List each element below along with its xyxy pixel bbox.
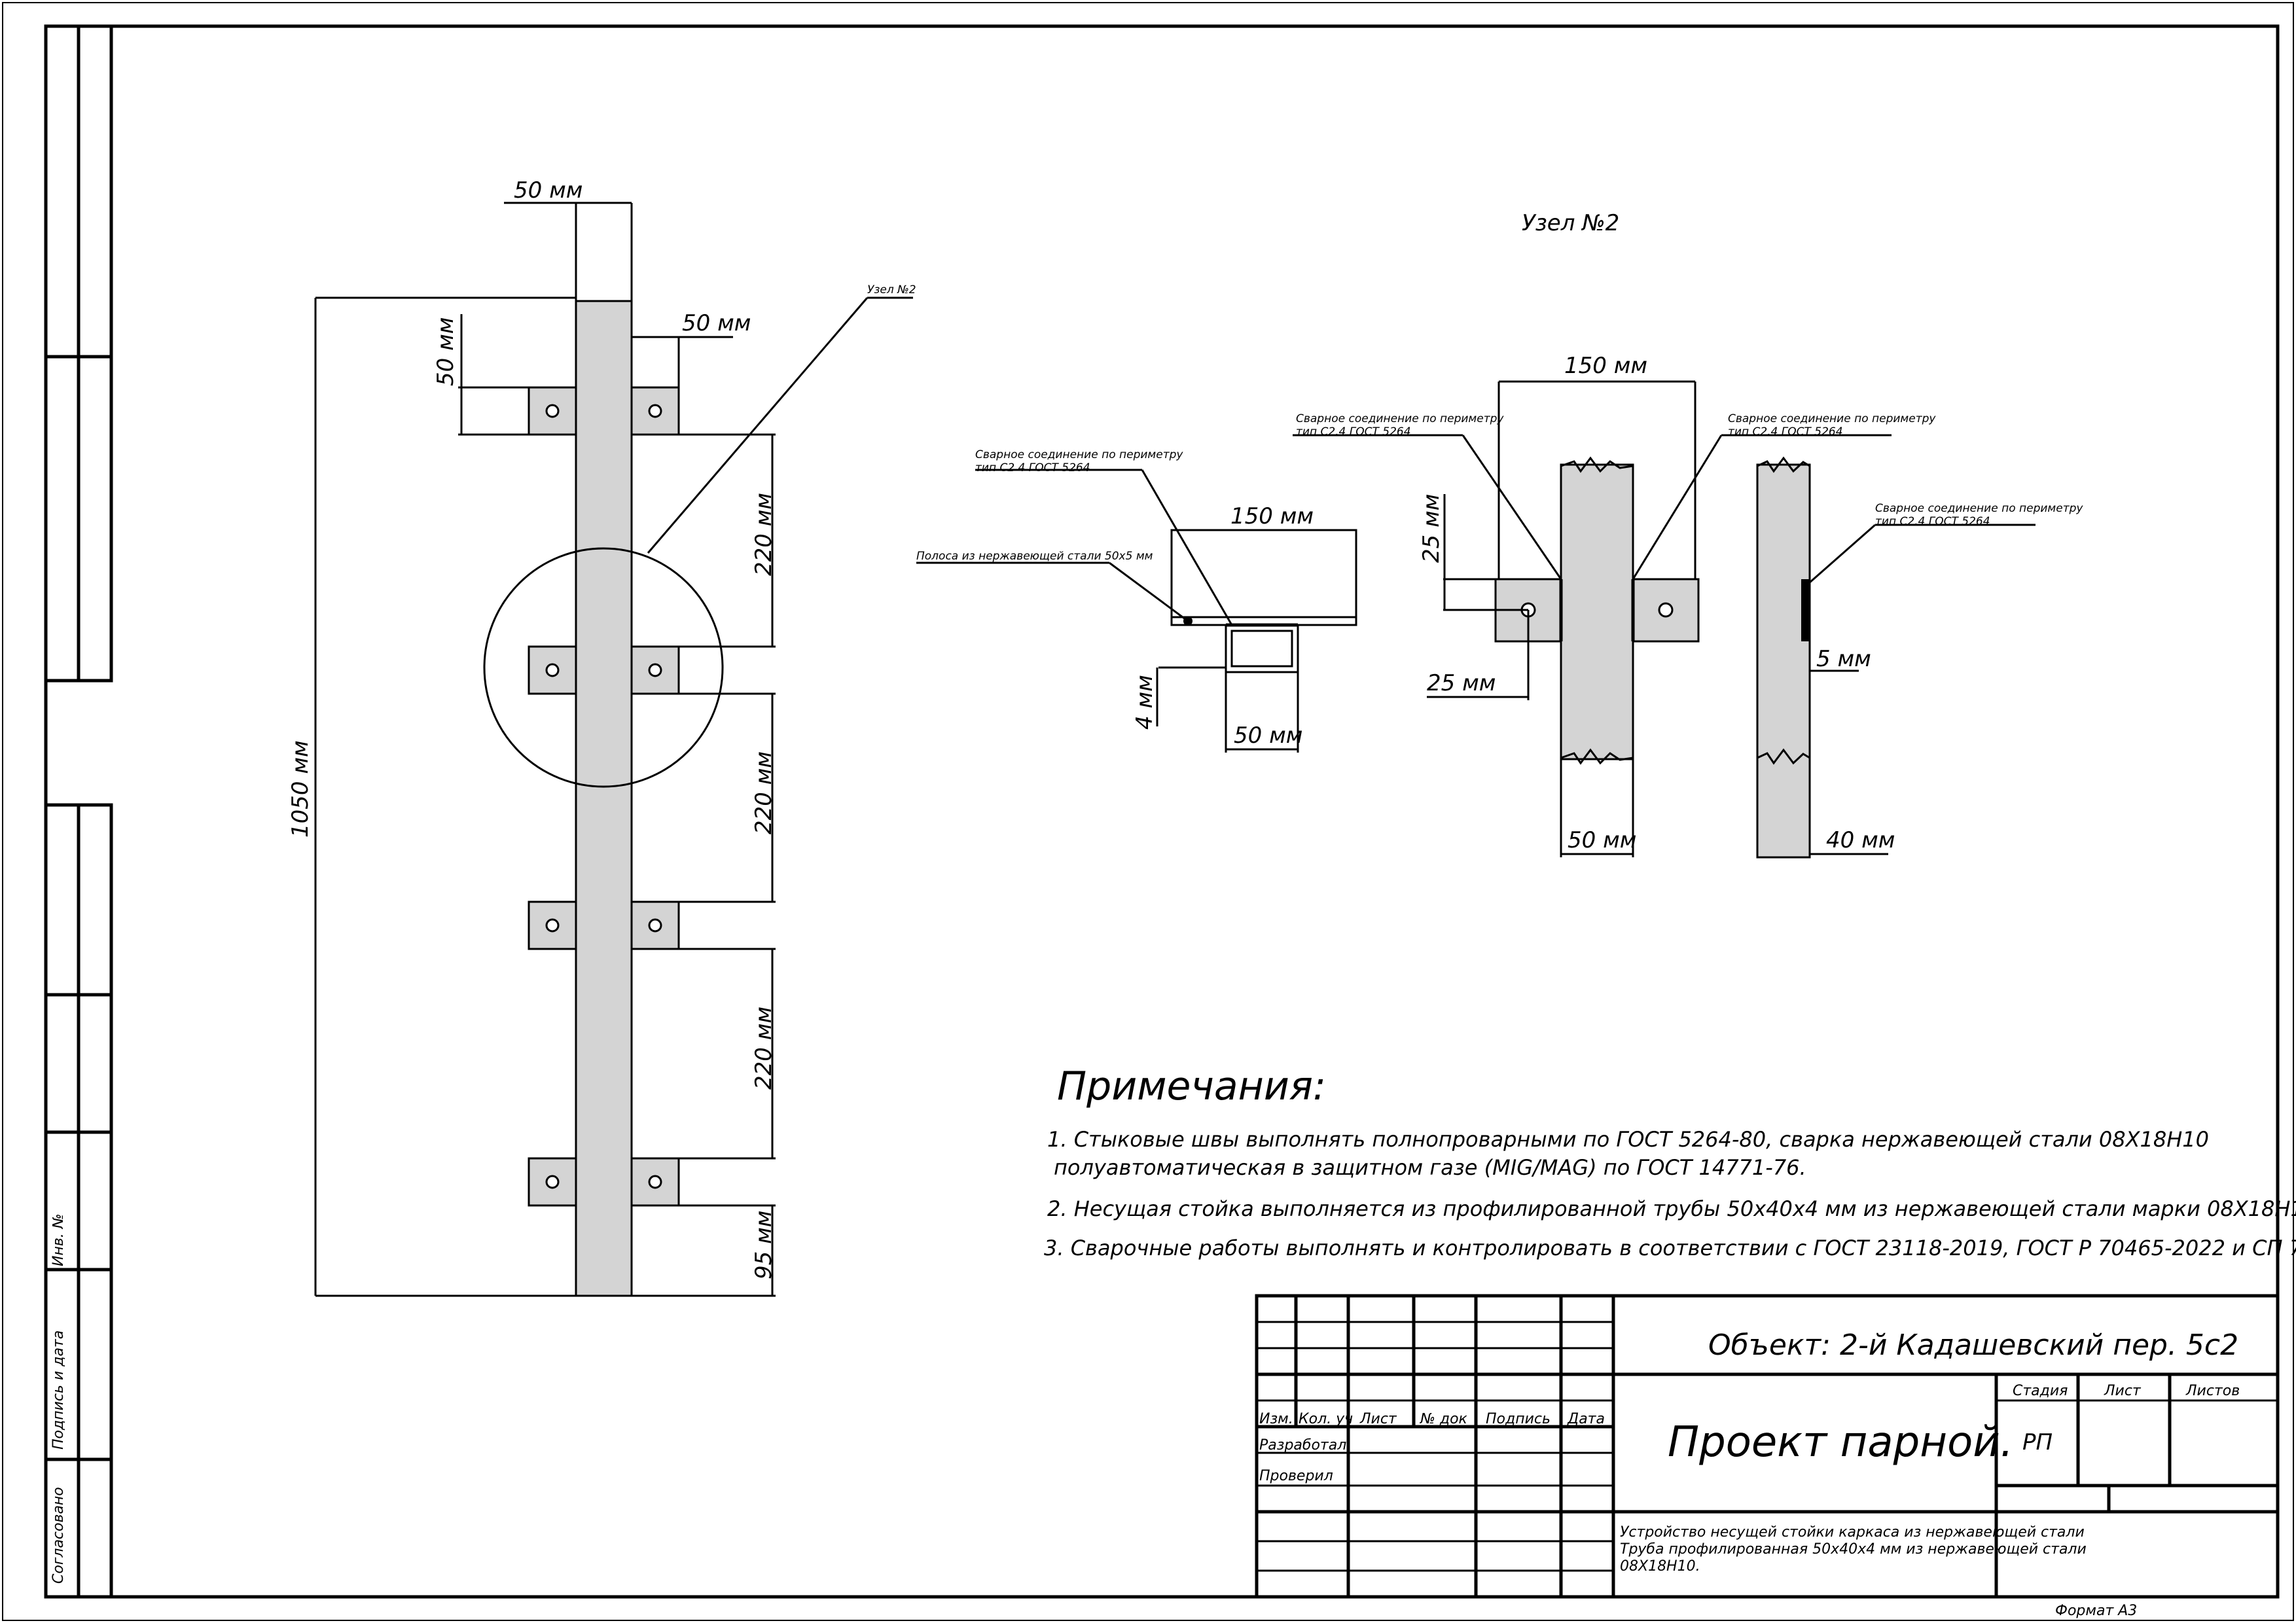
front-view: 150 мм 25 мм 25 мм 50 мм Сварное соедине… <box>1293 353 1936 857</box>
dim-plate-height: 50 мм <box>433 317 459 386</box>
tb-sheet-hdr: Лист <box>2104 1383 2142 1399</box>
tb-desc-2: Труба профилированная 50х40х4 мм из нерж… <box>1620 1541 2087 1558</box>
tb-col-list: Лист <box>1359 1411 1397 1427</box>
dim-total-length: 1050 мм <box>287 740 314 838</box>
front-weld-l-2: тип С2.4 ГОСТ 5264 <box>1296 425 1411 438</box>
side-weld-1: Сварное соединение по периметру <box>1875 502 2083 515</box>
front-weld-r-1: Сварное соединение по периметру <box>1728 412 1936 425</box>
plate-right-1 <box>630 386 680 436</box>
tb-desc-3: 08Х18Н10. <box>1620 1558 1700 1575</box>
plate-right-4 <box>630 1157 680 1207</box>
sec-dim-150: 150 мм <box>1230 503 1314 529</box>
front-dim-150: 150 мм <box>1564 353 1647 379</box>
dim-gap-2: 220 мм <box>751 751 777 834</box>
front-weld-r-2: тип С2.4 ГОСТ 5264 <box>1728 425 1843 438</box>
format-label: Формат А3 <box>2055 1603 2137 1619</box>
node-detail-circle <box>483 547 724 788</box>
tb-row-prov: Проверил <box>1259 1468 1333 1484</box>
left-stamp-bottom <box>44 803 113 1599</box>
side-sign-label: Подпись и дата <box>50 1330 67 1450</box>
tb-object: Объект: 2-й Кадашевский пер. 5с2 <box>1708 1329 2238 1362</box>
front-dim-25v: 25 мм <box>1418 494 1444 563</box>
side-approved-label: Согласовано <box>50 1487 67 1584</box>
note-3: 3. Сварочные работы выполнять и контроли… <box>1044 1236 2296 1260</box>
title-block: Объект: 2-й Кадашевский пер. 5с2 Проект … <box>1255 1294 2280 1599</box>
side-weld-2: тип С2.4 ГОСТ 5264 <box>1875 515 1990 528</box>
note-1-line-2: полуавтоматическая в защитном газе (MIG/… <box>1054 1155 1806 1180</box>
notes-title: Примечания: <box>1057 1063 1326 1109</box>
section-view: 150 мм 4 мм 50 мм Сварное соединение по … <box>916 448 1357 753</box>
side-dim-40: 40 мм <box>1826 827 1895 853</box>
node-callout-label: Узел №2 <box>867 283 916 296</box>
front-dim-25h: 25 мм <box>1427 670 1496 696</box>
sec-dim-50: 50 мм <box>1234 722 1302 749</box>
dim-plate-width: 50 мм <box>682 310 751 336</box>
notes-block: Примечания: 1. Стыковые швы выполнять по… <box>1044 1063 2296 1260</box>
tb-col-ndok: № док <box>1420 1411 1468 1427</box>
plate-left-1 <box>528 386 577 436</box>
side-inv-label: Инв. № <box>50 1213 67 1266</box>
strip-label: Полоса из нержавеющей стали 50х5 мм <box>916 550 1153 563</box>
left-stamp-top <box>44 24 113 683</box>
plate-right-3 <box>630 901 680 950</box>
post-column <box>575 300 633 1297</box>
note-2: 2. Несущая стойка выполняется из профили… <box>1047 1196 2296 1221</box>
tb-col-data: Дата <box>1567 1411 1605 1427</box>
tb-project: Проект парной. <box>1668 1418 2013 1467</box>
sec-weld-label-1: Сварное соединение по периметру <box>975 448 1183 461</box>
dim-gap-3: 220 мм <box>751 1007 777 1090</box>
dim-top-width: 50 мм <box>514 177 583 204</box>
front-weld-l-1: Сварное соединение по периметру <box>1296 412 1504 425</box>
plate-left-3 <box>528 901 577 950</box>
note-1-line-1: 1. Стыковые швы выполнять полнопроварным… <box>1047 1127 2209 1152</box>
tb-stage-value: РП <box>2022 1429 2053 1455</box>
tb-sheets-hdr: Листов <box>2185 1383 2240 1399</box>
sec-weld-label-2: тип С2 4 ГОСТ 5264 <box>975 461 1090 474</box>
tb-col-kol: Кол. уч <box>1299 1411 1353 1427</box>
tb-desc-1: Устройство несущей стойки каркаса из нер… <box>1620 1524 2085 1541</box>
front-dim-50: 50 мм <box>1568 827 1636 853</box>
plate-left-4 <box>528 1157 577 1207</box>
plate-right-2 <box>630 645 680 695</box>
tb-col-podp: Подпись <box>1486 1411 1551 1427</box>
dim-end: 95 мм <box>751 1211 777 1279</box>
tb-col-izm: Изм. <box>1259 1411 1293 1427</box>
dim-gap-1: 220 мм <box>751 493 777 576</box>
plate-left-2 <box>528 645 577 695</box>
side-dim-5: 5 мм <box>1816 646 1871 672</box>
main-elevation: 50 мм 50 мм 50 мм 1050 мм 220 мм 220 мм … <box>287 177 916 1297</box>
sec-dim-4: 4 мм <box>1132 675 1158 730</box>
tb-row-razr: Разработал <box>1259 1437 1346 1454</box>
node-title: Узел №2 <box>1522 210 1619 236</box>
tb-stage-hdr: Стадия <box>2013 1383 2068 1399</box>
side-view: 5 мм 40 мм Сварное соединение по перимет… <box>1756 456 2083 859</box>
